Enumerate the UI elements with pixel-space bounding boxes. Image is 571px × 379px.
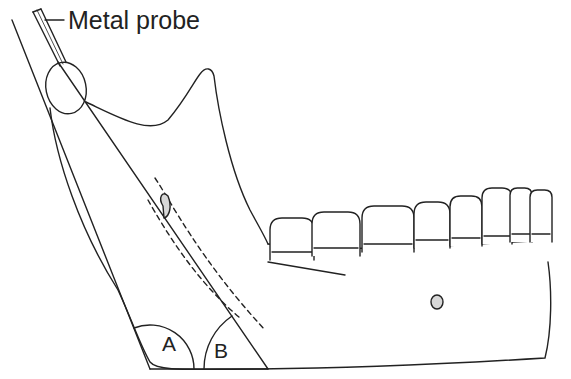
angle-arc-b (204, 316, 232, 369)
mandible-outline (50, 69, 551, 370)
tooth (414, 202, 450, 248)
metal-probe (33, 9, 66, 66)
tooth-neck (512, 233, 530, 234)
mandibular-canal (155, 178, 265, 330)
tooth-neck (452, 237, 480, 238)
tooth-neck (314, 247, 358, 248)
tooth (312, 212, 360, 256)
occlusal-line (268, 262, 345, 275)
tooth-neck (416, 239, 448, 240)
mental-foramen (431, 295, 443, 309)
mandibular-canal (148, 200, 240, 318)
tooth-neck (272, 251, 312, 252)
mandibular-foramen (161, 194, 170, 218)
angle-label: B (214, 340, 228, 361)
tooth (482, 188, 512, 244)
tooth-neck (532, 233, 550, 234)
condyle (41, 58, 91, 117)
angle-label: A (162, 333, 176, 354)
tooth (362, 206, 414, 252)
teeth (270, 188, 552, 260)
tooth (530, 190, 552, 242)
condylar-line (58, 62, 268, 369)
tooth-neck (364, 243, 412, 244)
part-label: Metal probe (68, 8, 200, 33)
tooth (270, 218, 314, 260)
tooth (450, 196, 482, 246)
probe-leader (45, 19, 64, 20)
tooth-neck (484, 235, 510, 236)
tooth (510, 188, 532, 242)
